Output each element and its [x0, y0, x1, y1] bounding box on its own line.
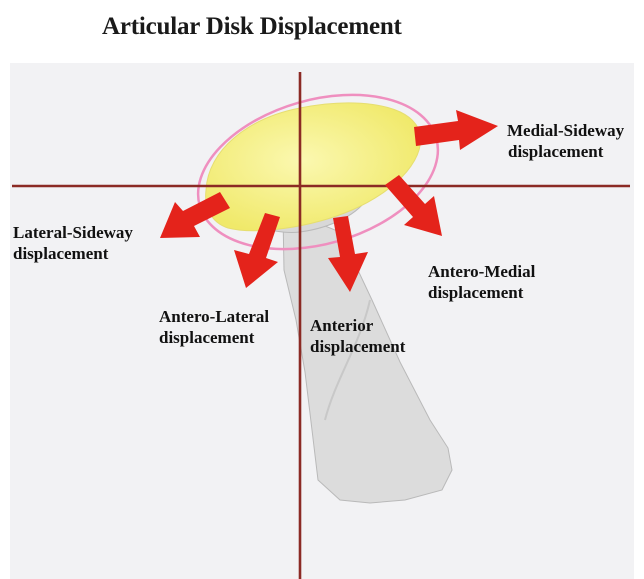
label-lateral-sideway-line2: displacement: [13, 243, 133, 264]
label-medial-sideway-line2: displacement: [507, 141, 624, 162]
label-antero-lateral-line1: Antero-Lateral: [159, 306, 269, 327]
label-anterior-line2: displacement: [310, 336, 405, 357]
label-medial-sideway: Medial-Sideway displacement: [507, 120, 624, 162]
antero-medial-arrow: [385, 175, 442, 236]
label-medial-sideway-line1: Medial-Sideway: [507, 120, 624, 141]
label-lateral-sideway: Lateral-Sideway displacement: [13, 222, 133, 264]
label-antero-lateral: Antero-Lateral displacement: [159, 306, 269, 348]
label-antero-medial-line1: Antero-Medial: [428, 261, 535, 282]
label-anterior-line1: Anterior: [310, 315, 405, 336]
condyle-shape: [283, 215, 452, 503]
label-lateral-sideway-line1: Lateral-Sideway: [13, 222, 133, 243]
label-antero-medial-line2: displacement: [428, 282, 535, 303]
label-anterior: Anterior displacement: [310, 315, 405, 357]
articular-disk: [206, 103, 421, 231]
label-antero-medial: Antero-Medial displacement: [428, 261, 535, 303]
medial-sideway-arrow: [414, 110, 498, 150]
label-antero-lateral-line2: displacement: [159, 327, 269, 348]
